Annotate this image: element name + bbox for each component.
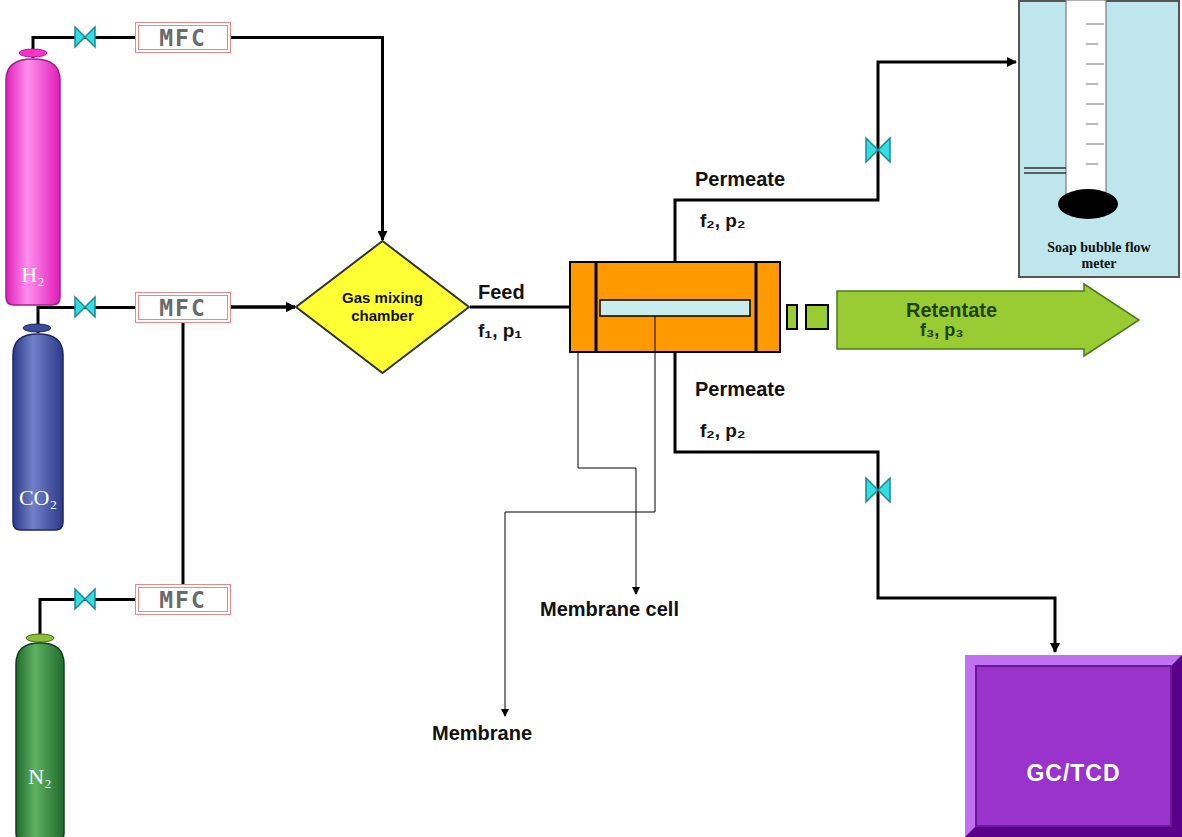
mass-flow-controller: MFC [135,22,231,53]
leader-line [505,316,655,716]
gas-line [183,307,295,584]
gc-tcd-box: GC/TCD [965,655,1182,837]
membrane-cell [570,262,780,352]
node-text: f₃, p₃ [920,321,964,341]
cylinder-handle [19,49,47,57]
permeate-line [675,352,1055,652]
node-text: H₂ [21,262,45,288]
leader-line [578,352,636,594]
gas-cylinder-shape [15,642,65,837]
gas-line [38,308,135,334]
retentate-outlet [787,305,797,329]
retentate-arrow: Retentatef₃, p₃ [836,283,1140,357]
part-label: Feed [478,281,525,304]
cell-flange [595,262,598,352]
cylinder-handle [26,634,54,642]
gas-line [40,600,135,643]
part-label: Membrane [432,722,532,745]
cell-flange [755,262,758,352]
node-text: MFC [159,587,207,613]
gas-cylinder: H₂ [5,58,61,306]
membrane [600,300,750,316]
valve-symbols [75,27,890,609]
node-text: Retentate [906,299,997,321]
node-text: Soap bubble flow meter [1034,240,1164,272]
gas-cylinder: CO₂ [12,333,64,531]
part-label: f₂, p₂ [700,420,745,442]
gas-line [33,38,135,59]
node-text: N₂ [28,764,52,790]
cylinder-handle [23,324,51,332]
part-label: f₂, p₂ [700,210,745,232]
retentate-outlet [806,305,828,329]
mass-flow-controller: MFC [135,584,231,615]
mixing-diamond: Gas mixing chamber [295,240,470,374]
flow-meter-box: Soap bubble flow meter [1018,0,1180,278]
node-text: CO₂ [19,485,57,511]
mass-flow-controller: MFC [135,292,231,323]
gc-inner-panel [975,665,1172,827]
part-label: f₁, p₁ [478,320,522,342]
node-text: MFC [159,25,207,51]
node-text: MFC [159,295,207,321]
part-label: Permeate [695,168,785,191]
permeate-line [675,62,1016,262]
part-label: Membrane cell [540,598,679,621]
gas-cylinder: N₂ [15,642,65,837]
burette-tube [1020,2,1178,276]
gas-line [231,38,383,241]
feed-line [470,306,570,309]
part-label: Permeate [695,378,785,401]
node-text: GC/TCD [1026,760,1120,787]
node-text: Gas mixing chamber [333,289,433,325]
